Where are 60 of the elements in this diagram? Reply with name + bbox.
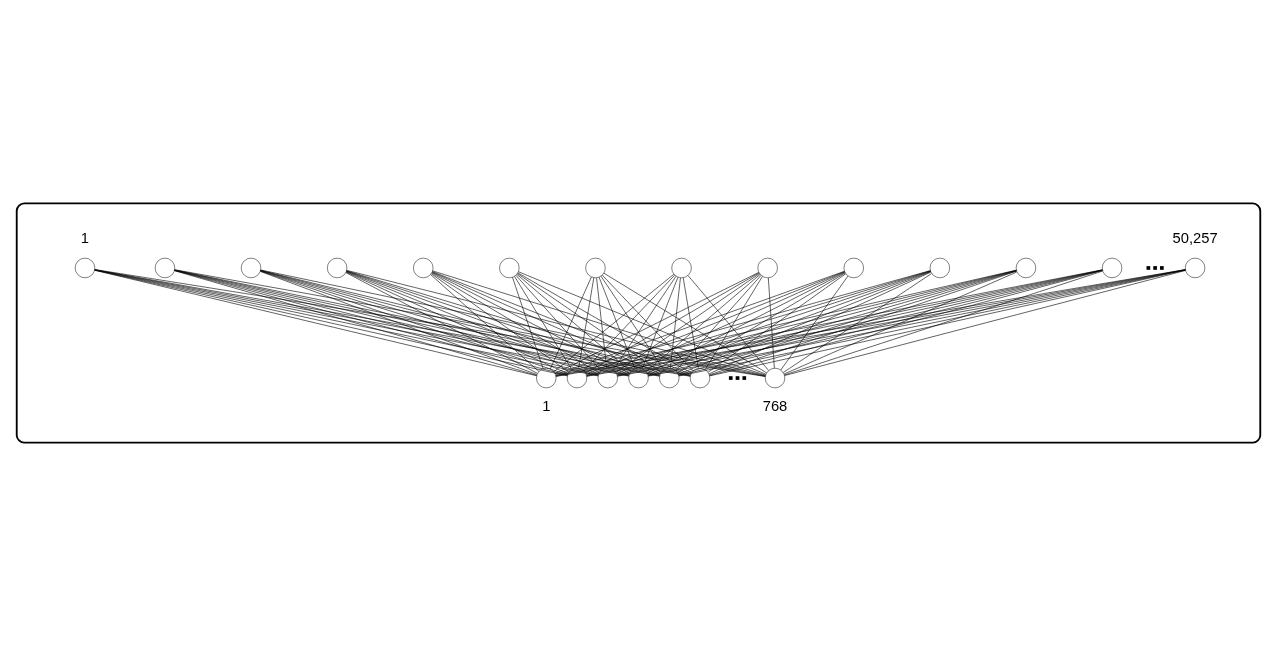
node-circle <box>154 257 176 279</box>
connector <box>553 273 675 373</box>
node-circle <box>671 257 692 279</box>
connector <box>600 275 664 370</box>
connector <box>345 272 538 374</box>
connector <box>645 274 761 372</box>
connector <box>675 275 762 371</box>
connector <box>670 277 681 369</box>
connector <box>517 272 692 374</box>
connector <box>518 271 767 375</box>
node-circle <box>327 257 348 279</box>
node-circle <box>843 257 864 279</box>
node-label: 768 <box>762 397 788 414</box>
node-circle <box>1101 257 1123 279</box>
connector <box>515 275 602 371</box>
connector <box>431 272 600 374</box>
node-circle <box>585 257 606 279</box>
connector <box>687 275 769 371</box>
cluster <box>15 202 1262 444</box>
node-label: 50,257 <box>1172 229 1218 246</box>
connector <box>768 277 775 369</box>
connector <box>596 277 607 369</box>
node-circle <box>499 257 520 279</box>
connector <box>346 270 766 376</box>
node-circle <box>536 367 557 389</box>
node-label: 1 <box>542 397 551 414</box>
node-circle <box>757 257 778 279</box>
connector <box>707 273 846 373</box>
connector <box>431 273 570 373</box>
node-circle <box>413 257 434 279</box>
node-circle <box>240 257 262 279</box>
connector <box>432 270 766 376</box>
connector <box>784 270 1103 376</box>
connector <box>780 275 849 371</box>
connector <box>783 271 1018 375</box>
node-circle <box>689 367 711 389</box>
connector <box>613 275 677 370</box>
connector <box>682 277 699 369</box>
connector <box>677 272 846 374</box>
connector <box>705 276 763 370</box>
node-circle <box>764 367 786 389</box>
connector <box>430 274 540 372</box>
node-circle <box>74 257 96 279</box>
node-circle <box>929 257 950 279</box>
connector <box>517 273 662 373</box>
connector <box>782 273 932 373</box>
connector <box>598 276 636 369</box>
connector <box>514 276 572 370</box>
connector <box>578 277 595 369</box>
connector <box>646 272 846 374</box>
connector <box>583 274 675 371</box>
node-label: 1 <box>80 229 90 246</box>
node-circle <box>1015 257 1037 279</box>
connector <box>602 274 694 371</box>
connector <box>641 276 679 369</box>
node-circle <box>1184 257 1206 279</box>
connector <box>784 270 1186 376</box>
connector <box>512 277 544 369</box>
connector <box>554 272 759 374</box>
connector <box>550 276 592 370</box>
